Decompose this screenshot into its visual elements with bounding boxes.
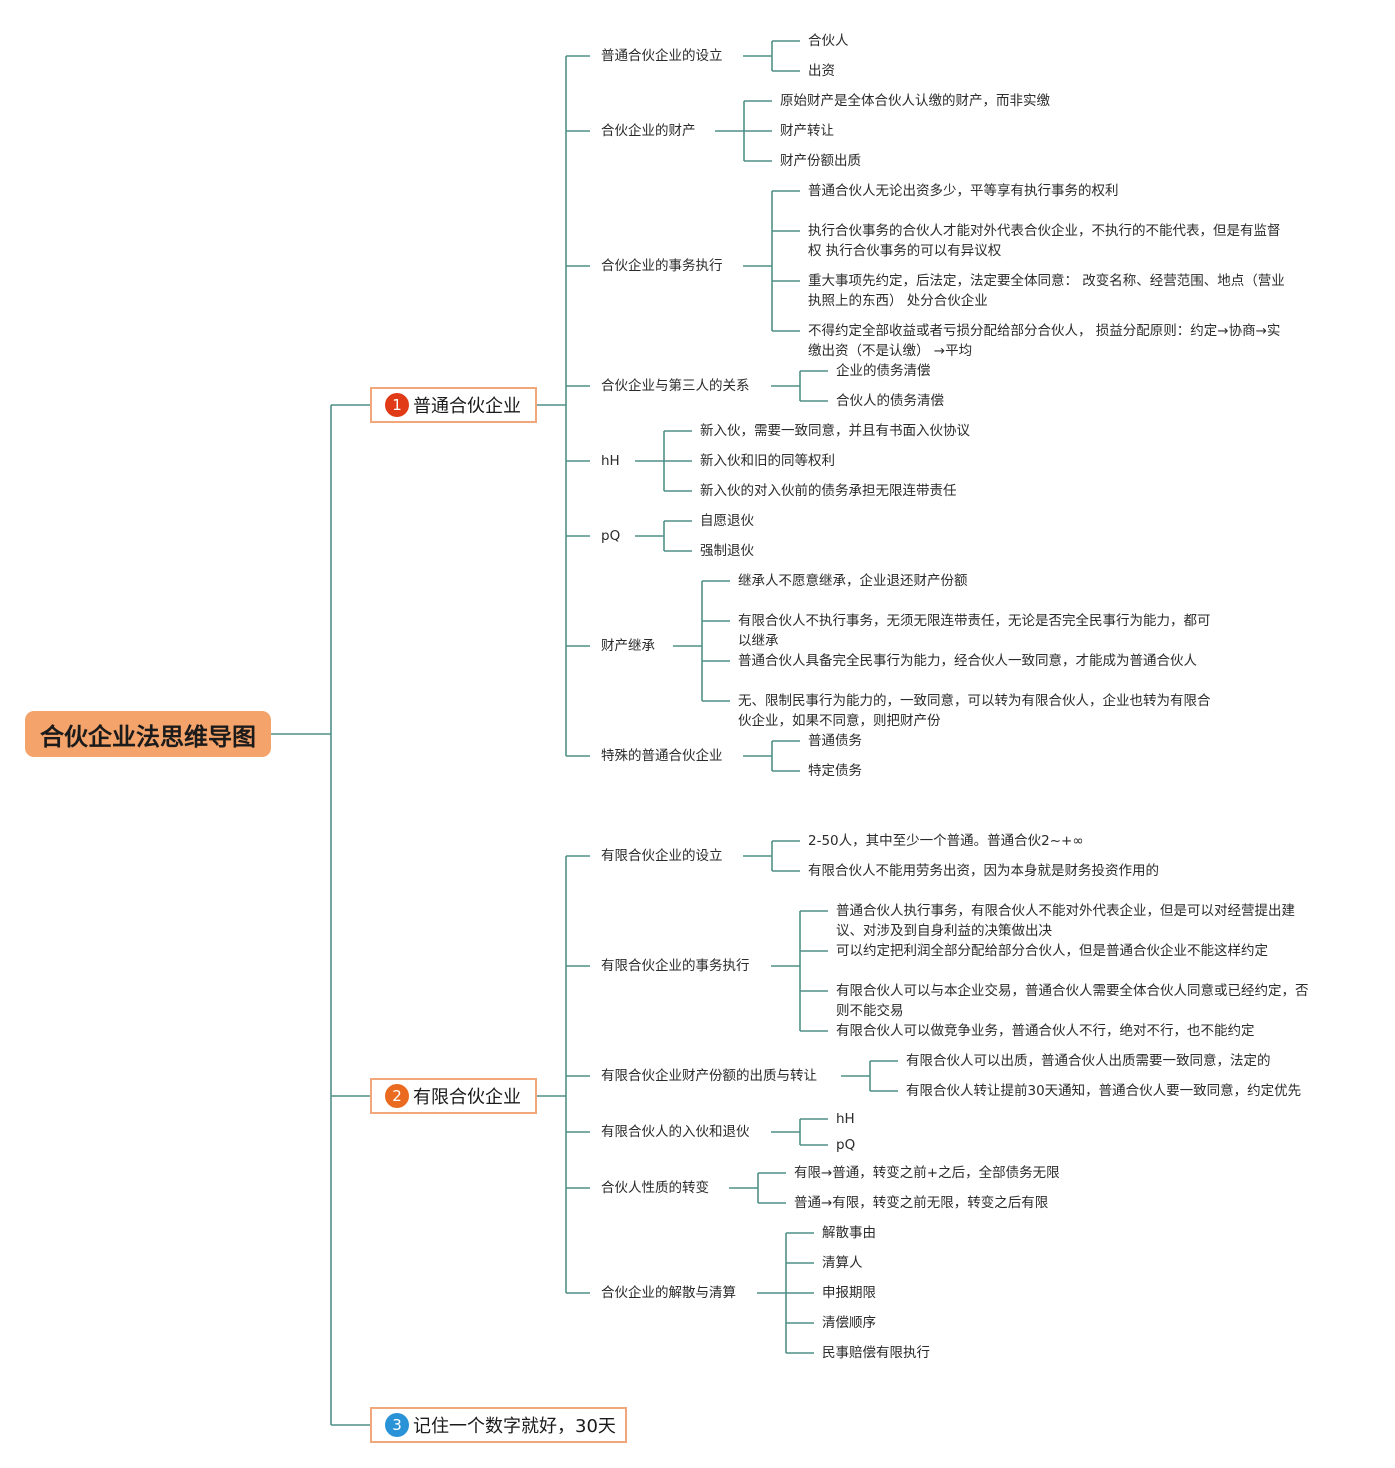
leaf-item[interactable]: 有限合伙人不能用劳务出资，因为本身就是财务投资作用的: [808, 863, 1159, 879]
topic-label[interactable]: 合伙人性质的转变: [601, 1180, 709, 1196]
leaf-item[interactable]: 强制退伙: [700, 543, 754, 559]
leaf-item-line[interactable]: 以继承: [738, 633, 779, 649]
leaf-item[interactable]: 财产转让: [780, 123, 834, 139]
leaf-item[interactable]: 自愿退伙: [700, 513, 754, 529]
leaf-item[interactable]: 原始财产是全体合伙人认缴的财产，而非实缴: [780, 93, 1050, 109]
leaf-item[interactable]: 合伙人: [808, 33, 849, 49]
topic-label[interactable]: 有限合伙企业的设立: [601, 848, 723, 864]
leaf-item[interactable]: 新入伙和旧的同等权利: [700, 453, 835, 469]
leaf-item[interactable]: 合伙人的债务清偿: [836, 393, 944, 409]
leaf-item-line[interactable]: 重大事项先约定，后法定，法定要全体同意： 改变名称、经营范围、地点（营业: [808, 273, 1285, 289]
topic-label[interactable]: 合伙企业的财产: [601, 123, 696, 139]
leaf-item[interactable]: 解散事由: [822, 1225, 876, 1241]
leaf-item-line[interactable]: 无、限制民事行为能力的，一致同意，可以转为有限合伙人，企业也转为有限合: [738, 693, 1211, 709]
leaf-item[interactable]: 有限合伙人可以出质，普通合伙人出质需要一致同意，法定的: [906, 1053, 1271, 1069]
leaf-item-line[interactable]: 缴出资（不是认缴） →平均: [808, 343, 973, 359]
leaf-item[interactable]: 有限→普通，转变之前+之后，全部债务无限: [794, 1165, 1060, 1181]
leaf-item-line[interactable]: 执行合伙事务的合伙人才能对外代表合伙企业，不执行的不能代表，但是有监督: [808, 223, 1281, 239]
leaf-item[interactable]: 新入伙，需要一致同意，并且有书面入伙协议: [700, 423, 970, 439]
topic-label[interactable]: 合伙企业与第三人的关系: [601, 378, 750, 394]
leaf-item[interactable]: 企业的债务清偿: [836, 363, 931, 379]
leaf-item[interactable]: 财产份额出质: [780, 153, 861, 169]
number-badge-3: 3: [385, 1413, 409, 1437]
root-topic-label: 合伙企业法思维导图: [40, 722, 256, 751]
leaf-item[interactable]: 清偿顺序: [822, 1315, 876, 1331]
topic-label[interactable]: 合伙企业的事务执行: [601, 258, 723, 274]
leaf-item[interactable]: hH: [836, 1111, 855, 1127]
leaf-item[interactable]: 普通债务: [808, 733, 862, 749]
root-topic[interactable]: 合伙企业法思维导图: [25, 711, 271, 757]
topic-label[interactable]: 有限合伙人的入伙和退伙: [601, 1124, 750, 1140]
leaf-item-line[interactable]: 不得约定全部收益或者亏损分配给部分合伙人， 损益分配原则：约定→协商→实: [808, 323, 1281, 339]
leaf-item-line[interactable]: 议、对涉及到自身利益的决策做出决: [836, 923, 1052, 939]
topic-label[interactable]: 特殊的普通合伙企业: [601, 748, 723, 764]
leaf-item[interactable]: 出资: [808, 63, 835, 79]
leaf-item[interactable]: 清算人: [822, 1255, 863, 1271]
leaf-item[interactable]: 可以约定把利润全部分配给部分合伙人，但是普通合伙企业不能这样约定: [836, 943, 1268, 959]
leaf-item[interactable]: 新入伙的对入伙前的债务承担无限连带责任: [700, 483, 957, 499]
leaf-item[interactable]: 特定债务: [808, 763, 862, 779]
number-badge-2: 2: [385, 1084, 409, 1108]
branch-1-label: 普通合伙企业: [413, 396, 521, 417]
topic-label[interactable]: 合伙企业的解散与清算: [601, 1285, 736, 1301]
leaf-item-line[interactable]: 执照上的东西） 处分合伙企业: [808, 293, 988, 309]
leaf-item[interactable]: pQ: [836, 1137, 856, 1153]
topic-label[interactable]: pQ: [601, 528, 621, 544]
leaf-item[interactable]: 民事赔偿有限执行: [822, 1345, 930, 1361]
leaf-item[interactable]: 普通合伙人具备完全民事行为能力，经合伙人一致同意，才能成为普通合伙人: [738, 653, 1197, 669]
branch-2-label: 有限合伙企业: [413, 1087, 521, 1108]
leaf-item[interactable]: 继承人不愿意继承，企业退还财产份额: [738, 573, 968, 589]
topic-label[interactable]: 普通合伙企业的设立: [601, 48, 723, 64]
leaf-item-line[interactable]: 则不能交易: [836, 1003, 904, 1019]
branch-2-limited-partnership[interactable]: 2 有限合伙企业: [370, 1078, 537, 1114]
leaf-item-line[interactable]: 权 执行合伙事务的可以有异议权: [808, 243, 1002, 259]
leaf-item-line[interactable]: 有限合伙人不执行事务，无须无限连带责任，无论是否完全民事行为能力，都可: [738, 613, 1211, 629]
branch-3-remember-number[interactable]: 3 记住一个数字就好，30天: [370, 1407, 627, 1443]
topic-label[interactable]: 有限合伙企业财产份额的出质与转让: [601, 1068, 817, 1084]
leaf-item[interactable]: 普通合伙人无论出资多少，平等享有执行事务的权利: [808, 183, 1119, 199]
leaf-item-line[interactable]: 有限合伙人可以与本企业交易，普通合伙人需要全体合伙人同意或已经约定，否: [836, 983, 1309, 999]
leaf-item-line[interactable]: 普通合伙人执行事务，有限合伙人不能对外代表企业，但是可以对经营提出建: [836, 903, 1295, 919]
topic-label[interactable]: hH: [601, 453, 620, 469]
topic-label[interactable]: 有限合伙企业的事务执行: [601, 958, 750, 974]
topic-label[interactable]: 财产继承: [601, 638, 655, 654]
leaf-item[interactable]: 2-50人，其中至少一个普通。普通合伙2~+∞: [808, 833, 1084, 849]
leaf-item[interactable]: 有限合伙人转让提前30天通知，普通合伙人要一致同意，约定优先: [906, 1083, 1302, 1099]
leaf-item-line[interactable]: 伙企业，如果不同意，则把财产份: [738, 713, 941, 729]
number-badge-1: 1: [385, 393, 409, 417]
leaf-item[interactable]: 普通→有限，转变之前无限，转变之后有限: [794, 1195, 1049, 1211]
branch-1-general-partnership[interactable]: 1 普通合伙企业: [370, 387, 537, 423]
leaf-item[interactable]: 申报期限: [822, 1285, 876, 1301]
leaf-item[interactable]: 有限合伙人可以做竞争业务，普通合伙人不行，绝对不行，也不能约定: [836, 1023, 1255, 1039]
branch-3-label: 记住一个数字就好，30天: [413, 1416, 616, 1437]
